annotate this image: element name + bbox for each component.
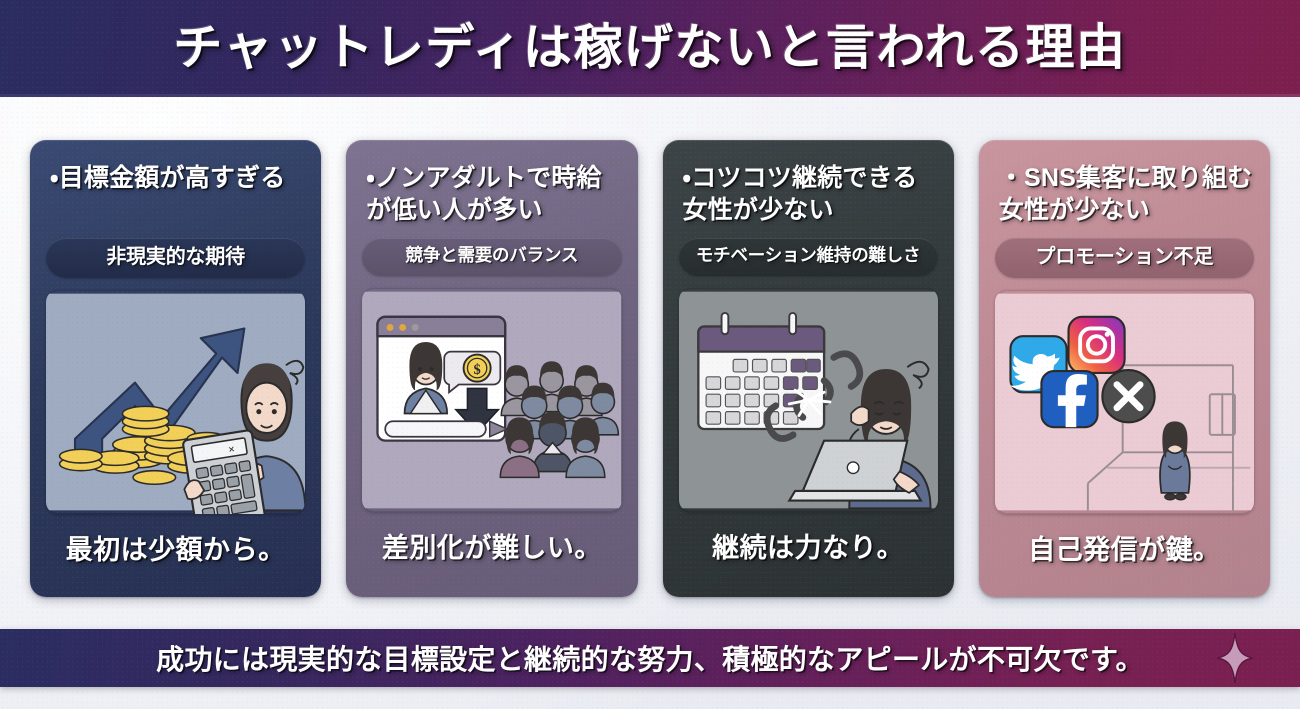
- footer-message: 成功には現実的な目標設定と継続的な努力、積極的なアピールが不可欠です。: [156, 644, 1144, 675]
- card-3-caption: 継続は力なり。: [712, 532, 905, 563]
- lone-woman-icon: [1158, 421, 1191, 501]
- dizzy-swirl-icon: [906, 360, 930, 389]
- card-4-heading: ・SNS集客に取り組む女性が少ない: [998, 164, 1253, 224]
- calendar-icon: [696, 311, 825, 430]
- card-2-heading: ・ノンアダルトで時給が低い人が多い: [366, 164, 602, 224]
- tired-woman-laptop-icon: [786, 360, 931, 509]
- card-4-badge: プロモーション不足: [994, 238, 1254, 278]
- down-arrow-icon: [454, 387, 501, 434]
- card-1-caption: 最初は少額から。: [65, 535, 286, 565]
- calculator-icon: ×: [182, 429, 266, 514]
- laptop-icon: [786, 439, 923, 502]
- sparkle-icon: [1216, 632, 1254, 684]
- card-4-caption: 自己発信が鍵。: [1028, 535, 1221, 565]
- reason-card-4[interactable]: ・SNS集客に取り組む女性が少ない プロモーション不足: [978, 140, 1270, 597]
- card-2-caption: 差別化が難しい。: [381, 532, 602, 563]
- broken-chain-icon: [763, 349, 863, 442]
- crowd-of-women-icon: [499, 360, 620, 478]
- chain-break-spark: [787, 388, 831, 417]
- card-1-badge: 非現実的な期待: [46, 238, 306, 278]
- card-3-badge: モチベーション維持の難しさ: [678, 238, 938, 276]
- header-banner: チャットレディは稼げないと言われる理由: [0, 0, 1300, 97]
- page-title: チャットレディは稼げないと言われる理由: [173, 21, 1127, 75]
- reason-card-1[interactable]: ・目標金額が高すぎる 非現実的な期待: [30, 140, 322, 597]
- coin-stack-icon: [58, 405, 227, 485]
- header-texture: [0, 0, 1300, 97]
- footer-banner: 成功には現実的な目標設定と継続的な努力、積極的なアピールが不可欠です。: [0, 629, 1300, 687]
- instagram-icon: [1067, 315, 1126, 375]
- card-4-illustration: [994, 290, 1254, 514]
- svg-text:$: $: [474, 361, 481, 377]
- browser-window-icon: $: [376, 315, 510, 442]
- card-1-heading: ・目標金額が高すぎる: [50, 164, 286, 192]
- reason-card-3[interactable]: ・コツコツ継続できる女性が少ない モチベーション維持の難しさ: [662, 140, 954, 597]
- streamer-woman-icon: [403, 341, 449, 414]
- card-3-heading: ・コツコツ継続できる女性が少ない: [682, 164, 918, 224]
- card-1-illustration: ×: [46, 290, 306, 514]
- facebook-icon: [1040, 369, 1099, 429]
- card-2-badge: 競争と需要のバランス: [362, 238, 622, 276]
- svg-text:×: ×: [227, 442, 235, 456]
- card-2-illustration: $: [362, 288, 622, 512]
- dollar-coin-icon: $: [443, 350, 502, 394]
- x-circle-icon: [1101, 369, 1156, 424]
- card-3-illustration: [678, 288, 938, 512]
- reason-card-2[interactable]: ・ノンアダルトで時給が低い人が多い 競争と需要のバランス: [346, 140, 638, 597]
- cards-container: ・目標金額が高すぎる 非現実的な期待: [30, 140, 1270, 597]
